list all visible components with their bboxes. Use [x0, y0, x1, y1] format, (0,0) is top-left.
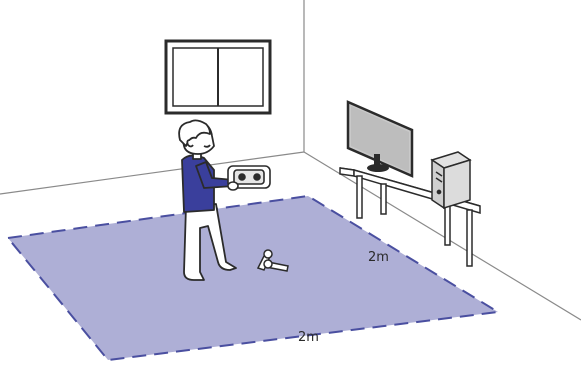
computer-tower-icon [432, 152, 470, 208]
window-icon [166, 41, 270, 113]
width-dimension-label: 2m [298, 330, 319, 345]
monitor-icon [348, 102, 412, 176]
play-area [8, 196, 498, 360]
vr-headset-icon [228, 166, 270, 190]
depth-dimension-label: 2m [368, 250, 389, 265]
